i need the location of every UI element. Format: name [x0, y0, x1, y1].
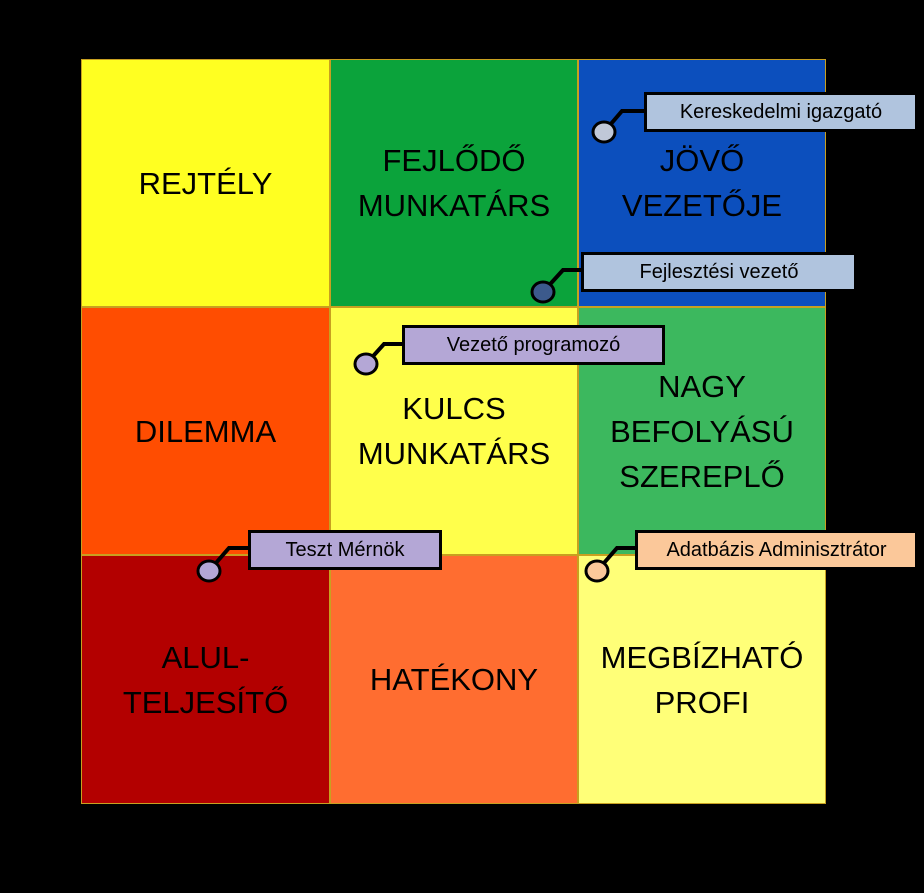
callout-kereskedelmi-igazgato: Kereskedelmi igazgató [644, 92, 918, 132]
cell-label-hatekony: HATÉKONY [369, 662, 539, 697]
cell-label-jovo-vezetoje: JÖVŐ VEZETŐJE [621, 143, 783, 223]
cell-megbizhato-profi: MEGBÍZHATÓ PROFI [578, 555, 826, 804]
callout-label-fejlesztesi-vezeto: Fejlesztési vezető [639, 260, 799, 283]
callout-label-adatbazis-adminisztrator: Adatbázis Adminisztrátor [666, 538, 887, 561]
callout-label-kereskedelmi-igazgato: Kereskedelmi igazgató [679, 100, 883, 123]
callout-label-teszt-mernok: Teszt Mérnök [285, 538, 405, 561]
cell-alul-teljesito: ALUL- TELJESÍTŐ [81, 555, 330, 804]
marker-dot-vezeto-programozo [353, 352, 379, 376]
cell-label-megbizhato-profi: MEGBÍZHATÓ PROFI [600, 639, 804, 720]
cell-fejlodo-munkatars: FEJLŐDŐ MUNKATÁRS [330, 59, 578, 307]
marker-dot-adatbazis-adminisztrator [584, 559, 610, 583]
cell-label-kulcs-munkatars: KULCS MUNKATÁRS [357, 391, 551, 471]
marker-dot-fejlesztesi-vezeto [530, 280, 556, 304]
callout-vezeto-programozo: Vezető programozó [402, 325, 665, 365]
callout-teszt-mernok: Teszt Mérnök [248, 530, 442, 570]
marker-dot-kereskedelmi-igazgato [591, 120, 617, 144]
callout-fejlesztesi-vezeto: Fejlesztési vezető [581, 252, 857, 292]
cell-label-fejlodo-munkatars: FEJLŐDŐ MUNKATÁRS [357, 143, 551, 223]
cell-rejtely: REJTÉLY [81, 59, 330, 307]
cell-dilemma: DILEMMA [81, 307, 330, 555]
cell-label-dilemma: DILEMMA [134, 413, 277, 449]
cell-label-nagy-befolyasu-szereplo: NAGY BEFOLYÁSÚ SZEREPLŐ [610, 368, 794, 494]
cell-hatekony: HATÉKONY [330, 555, 578, 804]
callout-adatbazis-adminisztrator: Adatbázis Adminisztrátor [635, 530, 918, 570]
cell-label-alul-teljesito: ALUL- TELJESÍTŐ [122, 639, 289, 720]
callout-label-vezeto-programozo: Vezető programozó [446, 333, 621, 356]
cell-label-rejtely: REJTÉLY [138, 165, 273, 201]
marker-dot-teszt-mernok [196, 559, 222, 583]
